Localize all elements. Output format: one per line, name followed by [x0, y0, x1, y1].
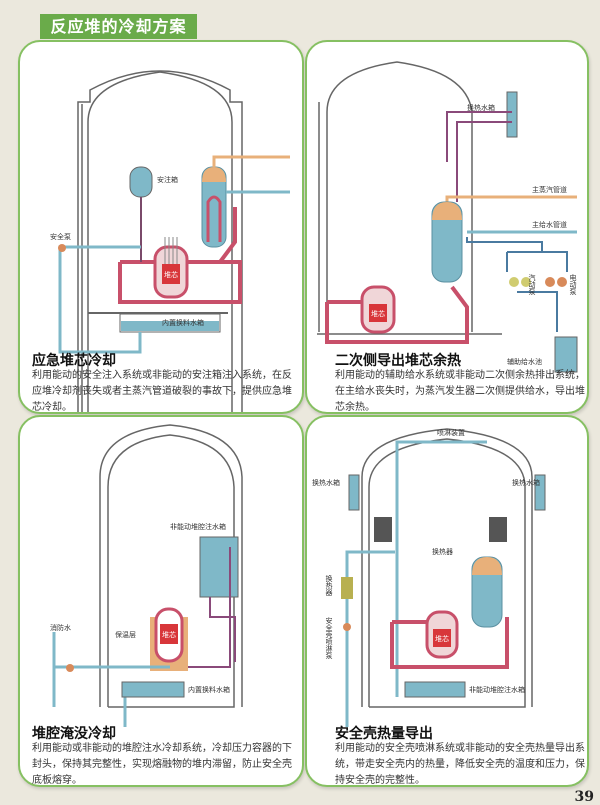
heat-exchanger: [374, 517, 392, 542]
svg-text:主给水管道: 主给水管道: [532, 220, 567, 229]
panel-description: 利用能动的安全壳喷淋系统或非能动的安全壳热量导出系统，带走安全壳内的热量，降低安…: [335, 743, 585, 786]
svg-text:保温层: 保温层: [115, 630, 136, 639]
aux-feedwater-pool: [554, 336, 578, 373]
containment-outline: [99, 424, 243, 708]
panel-emergency-core-cooling: 内置换料水箱 堆芯 安注箱 安全泵 应急堆芯冷却 利用能动的安全注入系统或非能动…: [18, 40, 304, 414]
accumulator: [129, 166, 153, 198]
svg-text:安全泵: 安全泵: [50, 232, 71, 241]
containment-outline: [361, 428, 533, 708]
containment-outline: [77, 70, 243, 412]
page-number: 39: [574, 789, 594, 805]
svg-text:堆芯: 堆芯: [435, 634, 449, 643]
containment-outline: [317, 61, 502, 335]
safety-pump: [58, 244, 66, 252]
svg-text:非能动堆腔注水箱: 非能动堆腔注水箱: [469, 685, 525, 694]
panel-containment-heat-removal: 喷淋装置 换热水箱 换热水箱 换热器 换热器 安全壳喷淋泵 堆芯 非能动堆腔注水…: [305, 415, 589, 787]
svg-text:非能动堆腔注水箱: 非能动堆腔注水箱: [170, 522, 226, 531]
svg-text:换热水箱: 换热水箱: [512, 478, 540, 487]
panel-title: 安全壳热量导出: [335, 726, 433, 742]
panel-title: 应急堆芯冷却: [32, 353, 116, 369]
panel-description: 利用能动或非能动的堆腔注水冷却系统，冷却压力容器的下封头，保持其完整性，实现熔融…: [32, 743, 292, 786]
section-title: 反应堆的冷却方案: [40, 14, 197, 39]
svg-text:喷淋装置: 喷淋装置: [437, 428, 465, 437]
svg-text:安注箱: 安注箱: [157, 175, 178, 184]
svg-text:主蒸汽管道: 主蒸汽管道: [532, 185, 567, 194]
svg-text:堆芯: 堆芯: [162, 630, 176, 639]
svg-text:换热水箱: 换热水箱: [467, 103, 495, 112]
svg-text:内置换料水箱: 内置换料水箱: [188, 685, 230, 694]
core: [162, 264, 180, 284]
diagram-emergency-core-cooling: 内置换料水箱 堆芯 安注箱 安全泵: [50, 70, 290, 412]
svg-text:辅助给水池: 辅助给水池: [507, 357, 542, 366]
label-refuel-tank: 内置换料水箱: [162, 318, 204, 327]
svg-text:换热器: 换热器: [432, 547, 453, 556]
passive-cavity-injection-tank: [199, 536, 239, 598]
svg-text:安全壳喷淋泵: 安全壳喷淋泵: [325, 616, 333, 659]
svg-text:堆芯: 堆芯: [164, 270, 178, 279]
svg-text:换热水箱: 换热水箱: [312, 478, 340, 487]
diagram-containment-heat-removal: 喷淋装置 换热水箱 换热水箱 换热器 换热器 安全壳喷淋泵 堆芯 非能动堆腔注水…: [312, 428, 546, 727]
panel-title: 二次侧导出堆芯余热: [335, 353, 461, 369]
side-heat-exchanger: [341, 577, 353, 599]
hx-water-tank: [506, 91, 518, 138]
panel-cavity-flooding-cooling: 非能动堆腔注水箱 堆芯 保温层 消防水 内置换料水箱 堆腔淹没冷却 利用能动或非…: [18, 415, 304, 787]
svg-text:换热器: 换热器: [325, 574, 333, 597]
diagram-cavity-flooding: 非能动堆腔注水箱 堆芯 保温层 消防水 内置换料水箱: [50, 424, 243, 727]
svg-text:电动泵: 电动泵: [569, 273, 577, 295]
svg-text:汽动泵: 汽动泵: [528, 273, 536, 295]
panel-secondary-heat-removal: 换热水箱 主蒸汽管道 主给水管道 堆芯 汽动泵 电动泵 辅助给水池 二次侧导出堆…: [305, 40, 589, 414]
panel-description: 利用能动的安全注入系统或非能动的安注箱注入系统，在反应堆冷却剂丧失或者主蒸汽管道…: [32, 370, 292, 413]
spray-header: [395, 440, 487, 697]
panel-title: 堆腔淹没冷却: [32, 726, 116, 742]
panel-description: 利用能动的辅助给水系统或非能动二次侧余热排出系统，在主给水丧失时，为蒸汽发生器二…: [335, 370, 585, 413]
svg-text:堆芯: 堆芯: [371, 309, 385, 318]
svg-text:消防水: 消防水: [50, 623, 71, 632]
diagram-secondary-heat-removal: 换热水箱 主蒸汽管道 主给水管道 堆芯 汽动泵 电动泵 辅助给水池: [317, 61, 578, 373]
